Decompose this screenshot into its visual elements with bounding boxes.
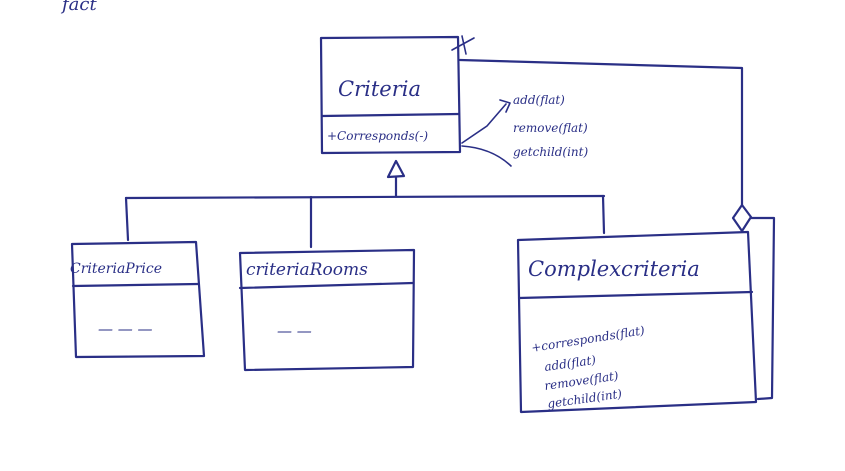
annotation-remove: remove(flat) [513, 121, 588, 135]
aggregation-line-to-criteria [458, 58, 744, 207]
aggregation-relation [458, 58, 776, 401]
annotation-line-add [461, 103, 507, 144]
top-fragment-text: fact [60, 0, 97, 15]
annotation-add: add(flat) [513, 93, 565, 107]
complex-criteria-op-corresponds: +corresponds(flat) [530, 323, 646, 355]
annotation-line-getchild [461, 145, 512, 167]
criteria-rooms-box [238, 248, 416, 372]
inheritance-branch-price [124, 196, 130, 242]
complex-criteria-box [516, 230, 758, 414]
criteria-price-divider [71, 282, 200, 288]
criteria-rooms-divider [238, 281, 415, 290]
inheritance-bar [124, 194, 606, 200]
criteria-class: Criteria +Corresponds(-) [319, 35, 475, 155]
complex-criteria-class: Complexcriteria +corresponds(flat) add(f… [516, 230, 758, 414]
criteria-price-box [70, 240, 206, 359]
annotation-getchild: getchild(int) [513, 145, 588, 159]
criteria-price-class: CriteriaPrice — — — [70, 240, 206, 359]
aggregation-line-right [749, 216, 776, 401]
complex-criteria-op-add: add(flat) [543, 353, 597, 374]
complex-criteria-divider [517, 290, 754, 300]
criteria-rooms-name: criteriaRooms [246, 260, 368, 280]
annotation-arrowhead-icon [499, 99, 511, 113]
aggregation-diamond-icon [731, 203, 753, 233]
criteria-operation: +Corresponds(-) [327, 129, 428, 143]
criteria-class-box [319, 35, 462, 155]
inheritance-tree [124, 159, 606, 249]
criteria-price-name: CriteriaPrice [70, 261, 162, 277]
criteria-class-name: Criteria [338, 77, 421, 101]
criteria-class-divider [320, 112, 461, 118]
criteria-rooms-placeholder: — — [277, 322, 312, 340]
inheritance-branch-complex [601, 194, 606, 235]
corner-mark-icon [451, 35, 475, 55]
inheritance-triangle-icon [386, 159, 406, 179]
criteria-price-placeholder: — — — [98, 320, 153, 338]
complex-criteria-name: Complexcriteria [528, 257, 700, 281]
criteria-rooms-class: criteriaRooms — — [238, 248, 416, 372]
